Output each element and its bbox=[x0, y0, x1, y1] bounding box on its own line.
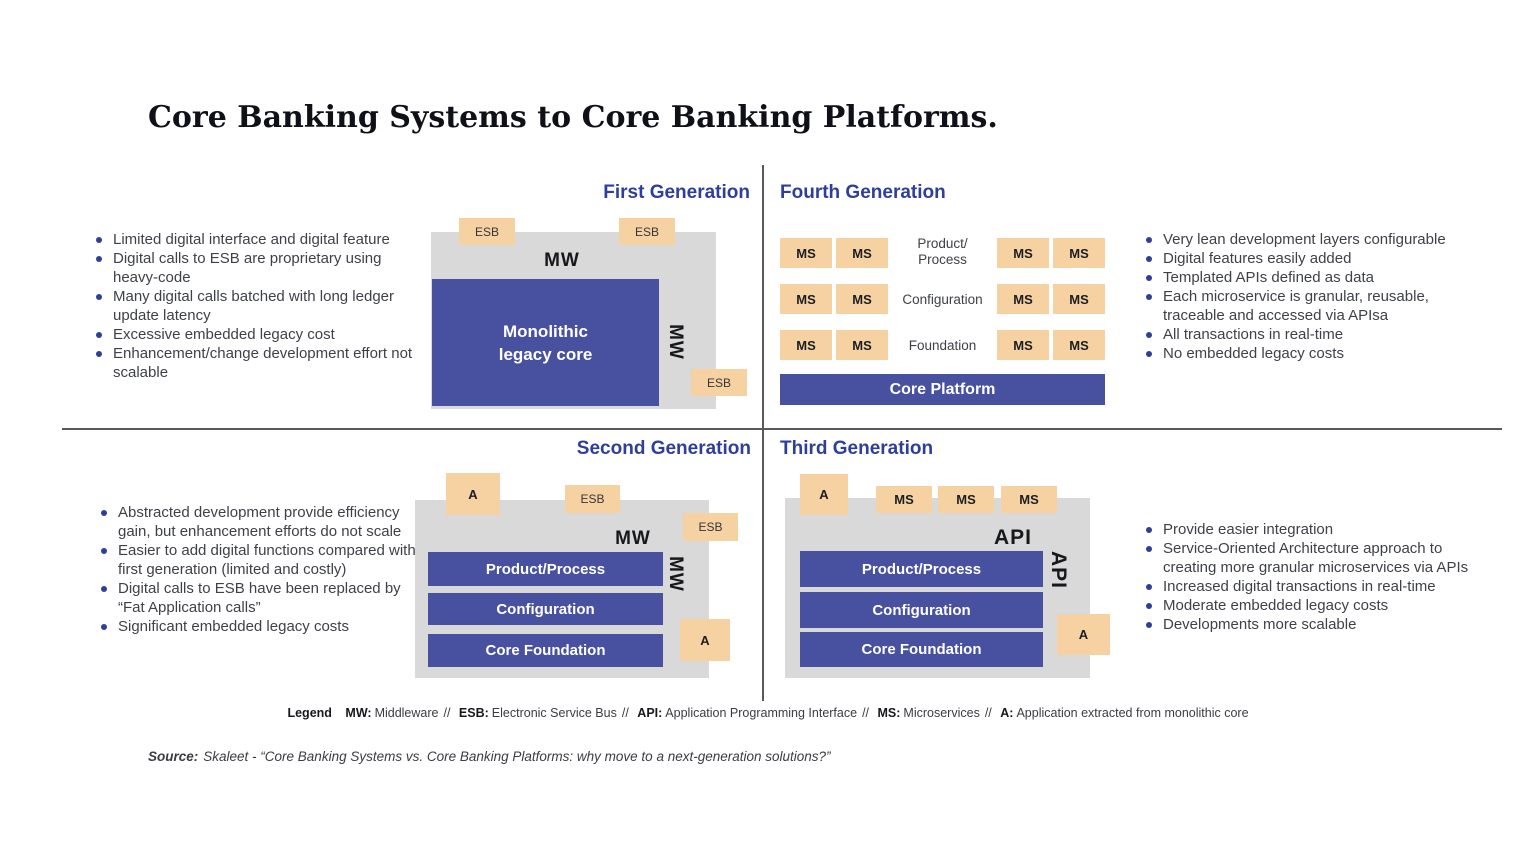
page-title: Core Banking Systems to Core Banking Pla… bbox=[148, 100, 998, 135]
source-line: Source: Skaleet - “Core Banking Systems v… bbox=[148, 749, 831, 764]
fourth-gen-bullet-list: Very lean development layers configurabl… bbox=[1142, 230, 1472, 363]
ms-box: MS bbox=[1001, 486, 1057, 513]
core-label-line1: Monolithic bbox=[503, 321, 588, 341]
row-label-line1: Product/ bbox=[917, 236, 968, 251]
mw-label-side: MW bbox=[665, 556, 686, 592]
quadrant-title-first: First Generation bbox=[603, 182, 750, 203]
esb-box: ESB bbox=[683, 513, 738, 541]
legend-value: Application extracted from monolithic co… bbox=[1016, 706, 1249, 720]
bullet-item: Service-Oriented Architecture approach t… bbox=[1142, 539, 1482, 577]
esb-box: ESB bbox=[565, 485, 620, 513]
quadrant-title-fourth: Fourth Generation bbox=[780, 182, 946, 203]
layer-product-process: Product/Process bbox=[800, 551, 1043, 587]
bullet-item: Provide easier integration bbox=[1142, 520, 1482, 539]
application-box: A bbox=[1057, 614, 1110, 655]
legend-label: Legend bbox=[287, 706, 332, 720]
ms-box: MS bbox=[997, 330, 1049, 360]
legend-separator: // bbox=[443, 706, 451, 720]
third-gen-bullet-list: Provide easier integration Service-Orien… bbox=[1142, 520, 1482, 634]
legend-key: MS: bbox=[877, 706, 901, 720]
bullet-item: Significant embedded legacy costs bbox=[97, 617, 422, 636]
legend-value: Electronic Service Bus bbox=[491, 706, 617, 720]
ms-box: MS bbox=[780, 284, 832, 314]
esb-box: ESB bbox=[459, 218, 515, 245]
esb-box: ESB bbox=[691, 369, 747, 396]
row-label-product-process: Product/ Process bbox=[890, 236, 995, 268]
legend-key: ESB: bbox=[458, 706, 489, 720]
ms-box: MS bbox=[1053, 284, 1105, 314]
layer-core-foundation: Core Foundation bbox=[428, 634, 663, 667]
bullet-item: Limited digital interface and digital fe… bbox=[92, 230, 414, 249]
bullet-item: Enhancement/change development effort no… bbox=[92, 344, 414, 382]
bullet-item: Many digital calls batched with long led… bbox=[92, 287, 414, 325]
divider-vertical bbox=[762, 165, 764, 701]
api-label-top: API bbox=[993, 526, 1032, 549]
layer-core-foundation: Core Foundation bbox=[800, 632, 1043, 667]
legend-value: Microservices bbox=[903, 706, 980, 720]
ms-box: MS bbox=[938, 486, 994, 513]
esb-box: ESB bbox=[619, 218, 675, 245]
bullet-item: No embedded legacy costs bbox=[1142, 344, 1472, 363]
application-box: A bbox=[800, 474, 848, 515]
monolithic-legacy-core-box: Monolithic legacy core bbox=[432, 279, 659, 406]
legend-separator: // bbox=[862, 706, 870, 720]
legend-separator: // bbox=[621, 706, 629, 720]
quadrant-title-third: Third Generation bbox=[780, 438, 934, 459]
legend-value: Middleware bbox=[374, 706, 439, 720]
bullet-item: Very lean development layers configurabl… bbox=[1142, 230, 1472, 249]
layer-configuration: Configuration bbox=[800, 592, 1043, 628]
bullet-item: Digital features easily added bbox=[1142, 249, 1472, 268]
legend-value: Application Programming Interface bbox=[665, 706, 858, 720]
bullet-item: Excessive embedded legacy cost bbox=[92, 325, 414, 344]
application-box: A bbox=[680, 619, 730, 661]
mw-label-top: MW bbox=[615, 528, 651, 549]
ms-box: MS bbox=[1053, 238, 1105, 268]
bullet-item: Abstracted development provide efficienc… bbox=[97, 503, 422, 541]
ms-box: MS bbox=[1053, 330, 1105, 360]
core-label-line2: legacy core bbox=[498, 344, 593, 364]
application-box: A bbox=[446, 473, 500, 515]
bullet-item: Digital calls to ESB have been replaced … bbox=[97, 579, 422, 617]
ms-box: MS bbox=[836, 284, 888, 314]
ms-box: MS bbox=[997, 284, 1049, 314]
row-label-line2: Process bbox=[918, 252, 967, 267]
legend-key: MW: bbox=[345, 706, 372, 720]
second-gen-bullet-list: Abstracted development provide efficienc… bbox=[97, 503, 422, 636]
legend-separator: // bbox=[984, 706, 992, 720]
bullet-item: Moderate embedded legacy costs bbox=[1142, 596, 1482, 615]
bullet-item: Developments more scalable bbox=[1142, 615, 1482, 634]
ms-box: MS bbox=[997, 238, 1049, 268]
divider-horizontal bbox=[62, 428, 1502, 430]
ms-box: MS bbox=[780, 238, 832, 268]
layer-product-process: Product/Process bbox=[428, 552, 663, 586]
bullet-item: All transactions in real-time bbox=[1142, 325, 1472, 344]
ms-box: MS bbox=[836, 330, 888, 360]
quadrant-title-second: Second Generation bbox=[576, 438, 751, 459]
layer-configuration: Configuration bbox=[428, 593, 663, 625]
api-label-side: API bbox=[1047, 550, 1070, 589]
source-label: Source: bbox=[148, 749, 199, 764]
mw-label-top: MW bbox=[544, 250, 580, 271]
bullet-item: Digital calls to ESB are proprietary usi… bbox=[92, 249, 414, 287]
ms-box: MS bbox=[876, 486, 932, 513]
mw-label-side: MW bbox=[665, 324, 686, 360]
source-text: Skaleet - “Core Banking Systems vs. Core… bbox=[203, 749, 831, 764]
bullet-item: Increased digital transactions in real-t… bbox=[1142, 577, 1482, 596]
bullet-item: Each microservice is granular, reusable,… bbox=[1142, 287, 1472, 325]
bullet-item: Templated APIs defined as data bbox=[1142, 268, 1472, 287]
first-gen-bullet-list: Limited digital interface and digital fe… bbox=[92, 230, 414, 382]
core-platform-bar: Core Platform bbox=[780, 374, 1105, 405]
legend: Legend MW:Middleware // ESB:Electronic Se… bbox=[0, 706, 1536, 720]
row-label-configuration: Configuration bbox=[902, 292, 983, 307]
legend-key: A: bbox=[1000, 706, 1014, 720]
bullet-item: Easier to add digital functions compared… bbox=[97, 541, 422, 579]
legend-key: API: bbox=[637, 706, 663, 720]
ms-box: MS bbox=[780, 330, 832, 360]
row-label-foundation: Foundation bbox=[908, 338, 977, 353]
ms-box: MS bbox=[836, 238, 888, 268]
